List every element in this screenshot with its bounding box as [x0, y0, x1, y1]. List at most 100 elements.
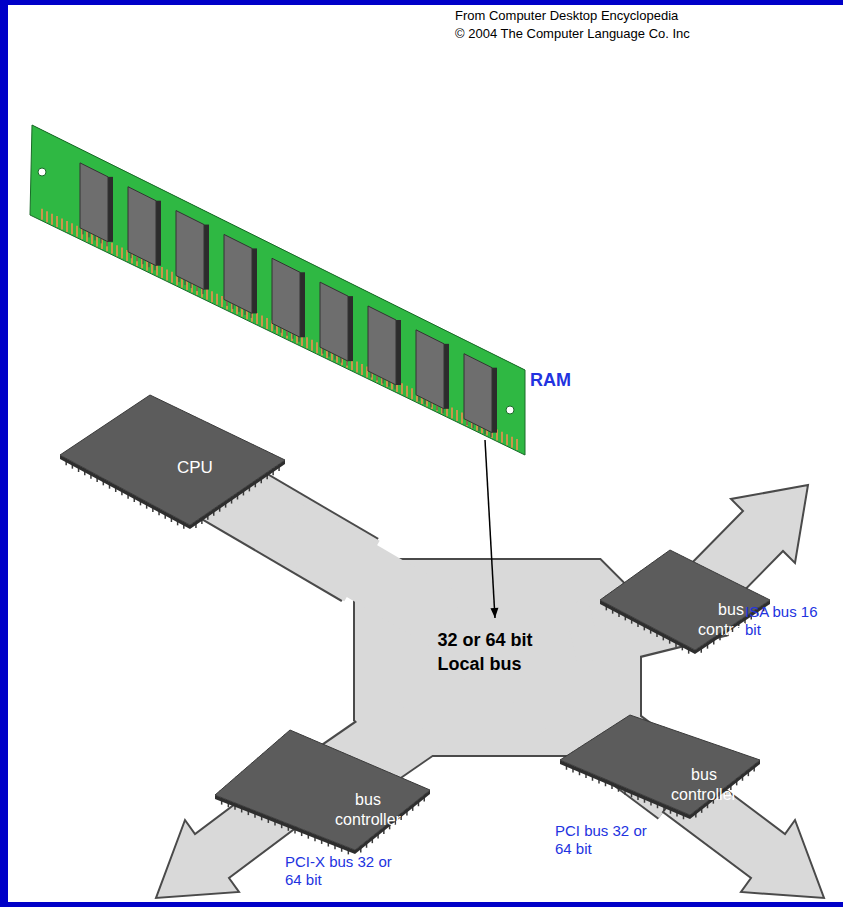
ram-contact: [511, 437, 513, 448]
ram-chip-leg: [143, 259, 144, 264]
ram-chip: [80, 163, 108, 242]
ram-chip-side: [156, 201, 161, 266]
ram-contact: [211, 291, 213, 302]
ram-contact: [256, 313, 258, 324]
ram-contacts: [42, 209, 517, 450]
ram-board: [30, 125, 525, 455]
ram-chip-leg: [425, 399, 426, 404]
ram-contact: [461, 412, 463, 423]
ram-chip-leg: [347, 361, 348, 366]
ram-contact: [166, 269, 168, 280]
ram-chip-leg: [95, 235, 96, 240]
ram-contact: [66, 221, 68, 232]
ram-chip: [176, 211, 204, 290]
ram-module: RAM: [20, 120, 600, 440]
ram-chip-leg: [437, 405, 438, 410]
ram-chip-leg: [467, 420, 468, 425]
arrow-head: [490, 608, 498, 618]
ram-chip-leg: [227, 301, 228, 306]
ram-contact: [311, 340, 313, 351]
credit-text: From Computer Desktop Encyclopedia: [455, 8, 678, 23]
ram-contact: [506, 434, 508, 445]
ram-contact: [361, 364, 363, 375]
ram-chip-legs: [83, 229, 107, 246]
ram-chip: [224, 234, 252, 313]
ram-chip-leg: [341, 358, 342, 363]
ram-contact: [411, 388, 413, 399]
ram-chip-side: [300, 272, 305, 337]
ram-contact: [501, 432, 503, 443]
bus-connector: [532, 682, 562, 710]
chip-shape: [55, 390, 290, 530]
ram-chip-leg: [329, 352, 330, 357]
ram-contact: [316, 342, 318, 353]
bus-type-label: PCI-X bus 32 or 64 bit: [285, 853, 395, 889]
ram-contact: [111, 243, 113, 254]
ram-chip-leg: [377, 375, 378, 380]
ram-chip-side: [444, 344, 449, 409]
bus-controller-chip: bus controllerISA bus 16 bit: [595, 545, 825, 655]
ram-chip-leg: [245, 310, 246, 315]
ram-contact: [356, 362, 358, 373]
ram-label: RAM: [530, 370, 571, 391]
ram-chip-leg: [155, 265, 156, 270]
blue-frame: [0, 902, 843, 907]
ram-contact: [406, 386, 408, 397]
cpu-chip: CPU: [55, 390, 290, 530]
ram-chip-legs: [227, 301, 251, 318]
ram-contact: [71, 223, 73, 234]
ram-contact: [516, 439, 518, 450]
ram-chip-leg: [89, 232, 90, 237]
ram-chip-legs: [275, 325, 299, 342]
ram-chip-leg: [383, 378, 384, 383]
ram-chip-leg: [491, 432, 492, 437]
bus-controller-chip: bus controllerPCI bus 32 or 64 bit: [555, 710, 765, 890]
chip-shape: [595, 545, 825, 655]
ram-chip-legs: [179, 277, 203, 294]
controller-label: bus controller: [658, 765, 750, 805]
ram-chip-leg: [275, 325, 276, 330]
ram-chip-leg: [371, 372, 372, 377]
ram-contact: [216, 294, 218, 305]
local-bus: 32 or 64 bit Local bus: [430, 622, 571, 682]
ram-chip-legs: [419, 396, 443, 413]
ram-chip-leg: [395, 384, 396, 389]
ram-chip-leg: [479, 426, 480, 431]
ram-chip-leg: [293, 334, 294, 339]
chip-shape: [210, 725, 435, 900]
ram-contact: [51, 214, 53, 225]
ram-chip-leg: [239, 307, 240, 312]
leader-arrow: [485, 440, 498, 618]
ram-contact: [266, 318, 268, 329]
bus-band: [571, 628, 596, 634]
ram-chip-leg: [473, 423, 474, 428]
ram-contact: [121, 248, 123, 259]
ram-chip-leg: [101, 238, 102, 243]
blue-frame: [0, 0, 8, 907]
ram-chip-side: [492, 368, 497, 433]
ram-chip-legs: [467, 420, 491, 437]
bus-controller-chip: bus controllerPCI-X bus 32 or 64 bit: [210, 725, 435, 900]
ram-chip-leg: [107, 241, 108, 246]
blue-frame: [0, 0, 843, 5]
ram-chip-side: [204, 225, 209, 290]
ram-chip: [464, 354, 492, 433]
ram-contact: [56, 216, 58, 227]
ram-chip-side: [252, 248, 257, 313]
ram-chip-legs: [371, 372, 395, 389]
ram-chip-leg: [323, 349, 324, 354]
ram-chip-leg: [431, 402, 432, 407]
ram-hole: [506, 406, 514, 414]
leader-line: [485, 440, 495, 618]
ram-chip: [416, 330, 444, 409]
ram-chip-leg: [485, 429, 486, 434]
ram-chip-leg: [131, 253, 132, 258]
ram-contact: [46, 211, 48, 222]
bus-band: [290, 529, 449, 622]
ram-chip: [128, 187, 156, 266]
ram-contact: [221, 296, 223, 307]
ram-contact: [401, 383, 403, 394]
bus-connector: [290, 529, 449, 622]
credit-text: © 2004 The Computer Language Co. Inc: [455, 26, 690, 41]
